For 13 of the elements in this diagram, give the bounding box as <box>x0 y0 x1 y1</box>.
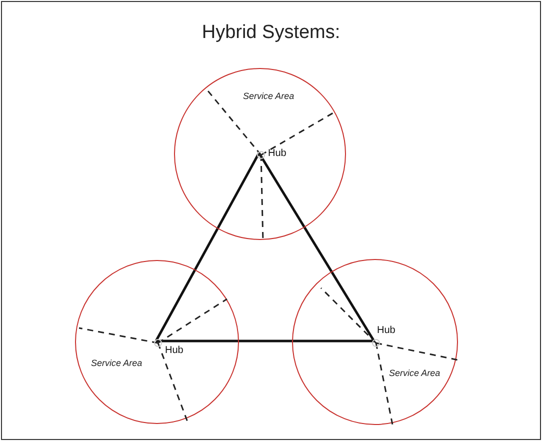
connecting-line <box>154 152 260 342</box>
hub-label: Hub <box>377 325 396 336</box>
area-label: Service Area <box>243 91 294 101</box>
service-area-circle <box>75 260 239 424</box>
diagram-title: Hybrid Systems: <box>200 22 342 44</box>
hub-label: Hub <box>165 345 184 356</box>
area-label: Service Area <box>91 358 142 368</box>
connecting-line <box>156 340 374 342</box>
hub-label: Hub <box>268 148 286 159</box>
service-area-circle <box>292 259 458 425</box>
service-area-circle <box>174 68 346 240</box>
connecting-line <box>258 152 376 342</box>
area-label: Service Area <box>389 368 440 378</box>
